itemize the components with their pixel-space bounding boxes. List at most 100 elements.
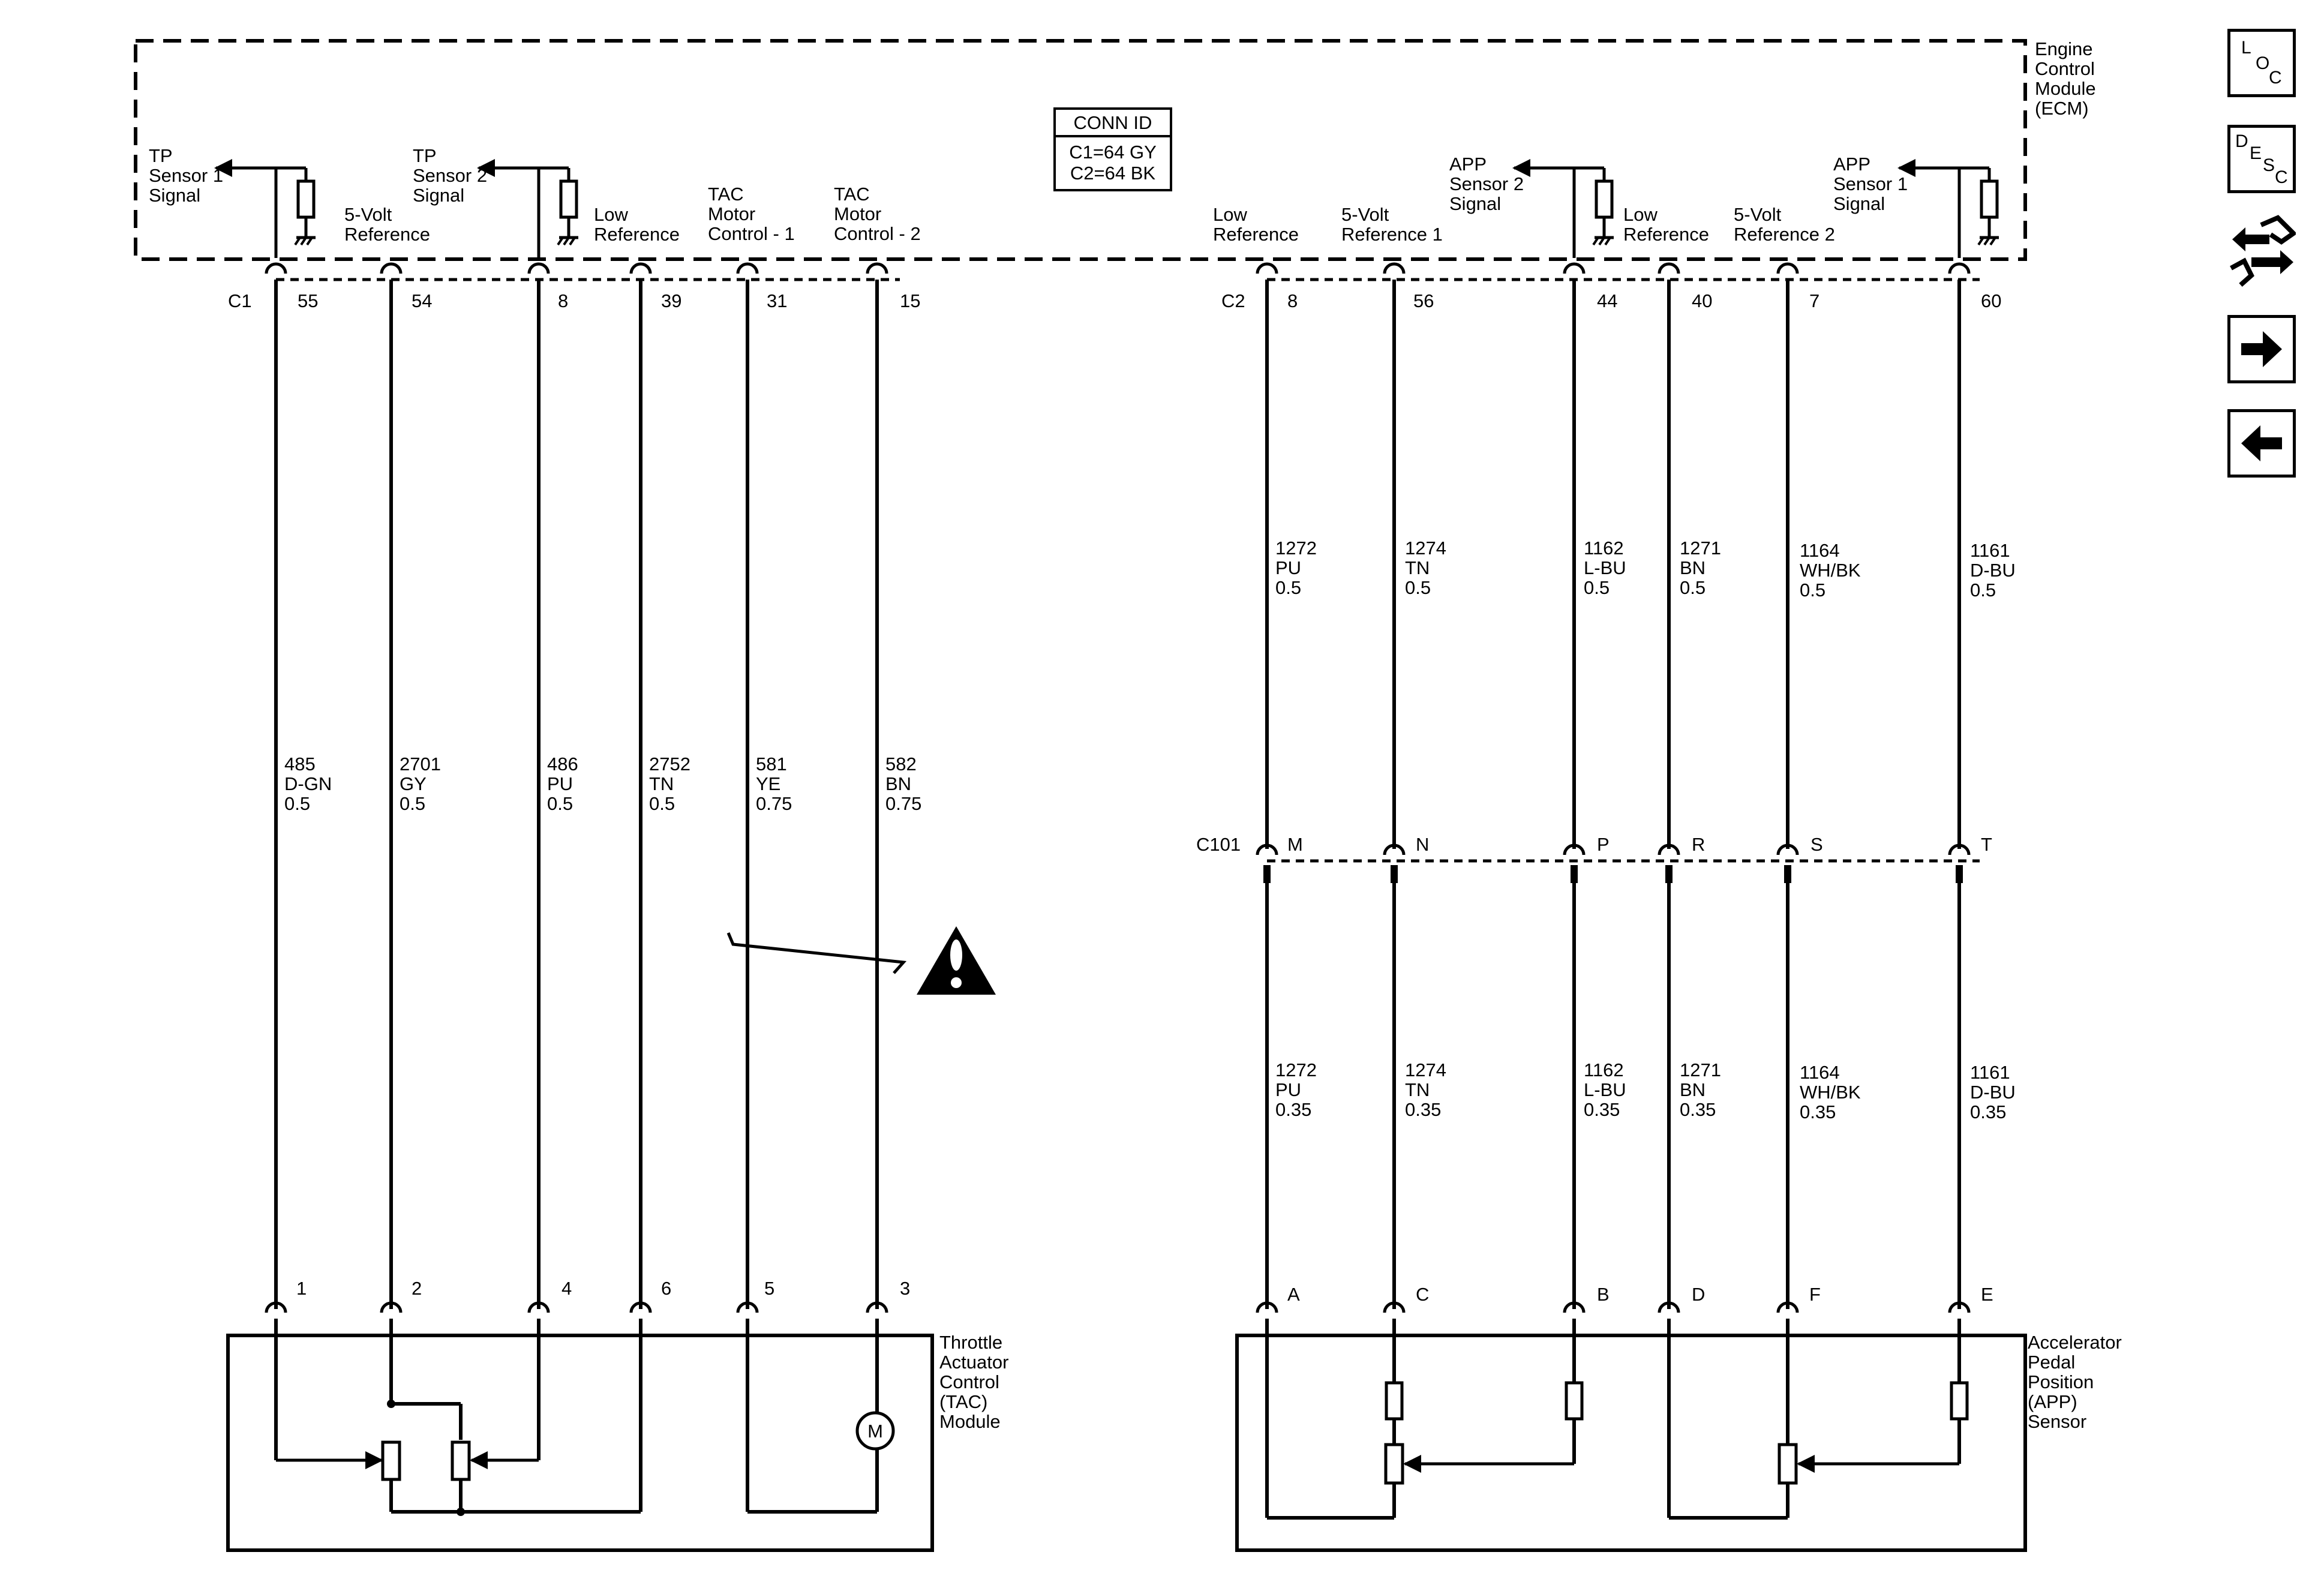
arrow-left-icon (2241, 425, 2282, 461)
module-pin-number: 3 (900, 1278, 910, 1299)
tp1-potentiometer (381, 1440, 401, 1481)
caution-icon (917, 926, 996, 995)
inline-terminal (1776, 843, 1799, 855)
svg-text:L: L (2241, 38, 2251, 58)
svg-text:D: D (2235, 131, 2248, 151)
connector-swap-icon[interactable] (2227, 213, 2298, 291)
ecm-terminal (380, 262, 403, 274)
previous-page-button[interactable] (2227, 409, 2296, 478)
ecm-terminal (1256, 262, 1278, 274)
arrow-right-icon (2241, 331, 2282, 367)
sensor-pin-letter: A (1287, 1284, 1300, 1305)
ecm-terminal (1563, 262, 1586, 274)
desc-icon: D E S C (2235, 131, 2288, 187)
ground-icon (294, 236, 301, 246)
wire-layer (214, 159, 1999, 1520)
module-terminal (380, 1301, 403, 1313)
ground-icon (1989, 236, 1996, 246)
inline-terminal (1383, 843, 1406, 855)
sensor-pin-letter: F (1809, 1284, 1821, 1305)
module-terminal (866, 1301, 888, 1313)
c1-connector-label: C1 (228, 290, 252, 311)
sensor-terminal (1256, 1301, 1278, 1313)
c101-connector-label: C101 (1196, 834, 1241, 855)
ground-icon (306, 236, 313, 246)
ecm-pin-number: 39 (661, 290, 681, 311)
app-resistor (1565, 1381, 1584, 1421)
svg-text:S: S (2263, 155, 2275, 175)
ecm-terminal (1383, 262, 1406, 274)
ground-icon (1604, 236, 1611, 246)
inline-pin-letter: R (1692, 834, 1705, 855)
ecm-pin-number: 15 (900, 290, 920, 311)
junction-dot (457, 1508, 465, 1516)
sensor-pin-letter: E (1981, 1284, 1993, 1305)
app-sensor-box (1235, 1334, 2027, 1552)
description-button[interactable]: D E S C (2227, 125, 2296, 193)
ecm-terminal (1948, 262, 1971, 274)
inline-pin (1665, 865, 1673, 883)
app-potentiometer-1 (1384, 1443, 1404, 1485)
inline-terminal (1563, 843, 1586, 855)
location-button[interactable]: L O C (2227, 29, 2296, 97)
ground-icon (563, 236, 570, 246)
inline-terminal (1658, 843, 1680, 855)
inline-pin (1391, 865, 1398, 883)
ecm-pin-number: 56 (1413, 290, 1434, 311)
ecm-terminal (866, 262, 888, 274)
ecm-pin-number: 55 (298, 290, 318, 311)
ecm-pin-number: 7 (1809, 290, 1819, 311)
ecm-pin-number: 31 (767, 290, 787, 311)
ground-icon (1983, 236, 1990, 246)
svg-text:E: E (2250, 143, 2262, 163)
module-pin-number: 2 (412, 1278, 422, 1299)
app-resistor (1950, 1381, 1969, 1421)
conn-id-title: CONN ID (1074, 112, 1152, 133)
tac-module-box (226, 1334, 934, 1552)
pull-down-resistor (296, 179, 316, 219)
inline-terminal (1948, 843, 1971, 855)
twisted-pair-marker (726, 932, 907, 974)
module-terminal (736, 1301, 759, 1313)
inline-terminal (1256, 843, 1278, 855)
ecm-pin-number: 40 (1692, 290, 1712, 311)
junction-dot (387, 1400, 395, 1408)
sensor-terminal (1563, 1301, 1586, 1313)
module-pin-number: 4 (562, 1278, 572, 1299)
sensor-terminal (1948, 1301, 1971, 1313)
ecm-pin-number: 44 (1597, 290, 1617, 311)
next-page-button[interactable] (2227, 315, 2296, 383)
ecm-pin-number: 54 (412, 290, 432, 311)
svg-text:C: C (2275, 167, 2288, 187)
inline-pin-letter: S (1810, 834, 1823, 855)
pull-down-resistor (1980, 179, 1999, 219)
inline-pin-letter: N (1416, 834, 1429, 855)
tac-motor: M (855, 1411, 895, 1451)
ground-icon (557, 236, 564, 246)
module-pin-number: 1 (296, 1278, 307, 1299)
